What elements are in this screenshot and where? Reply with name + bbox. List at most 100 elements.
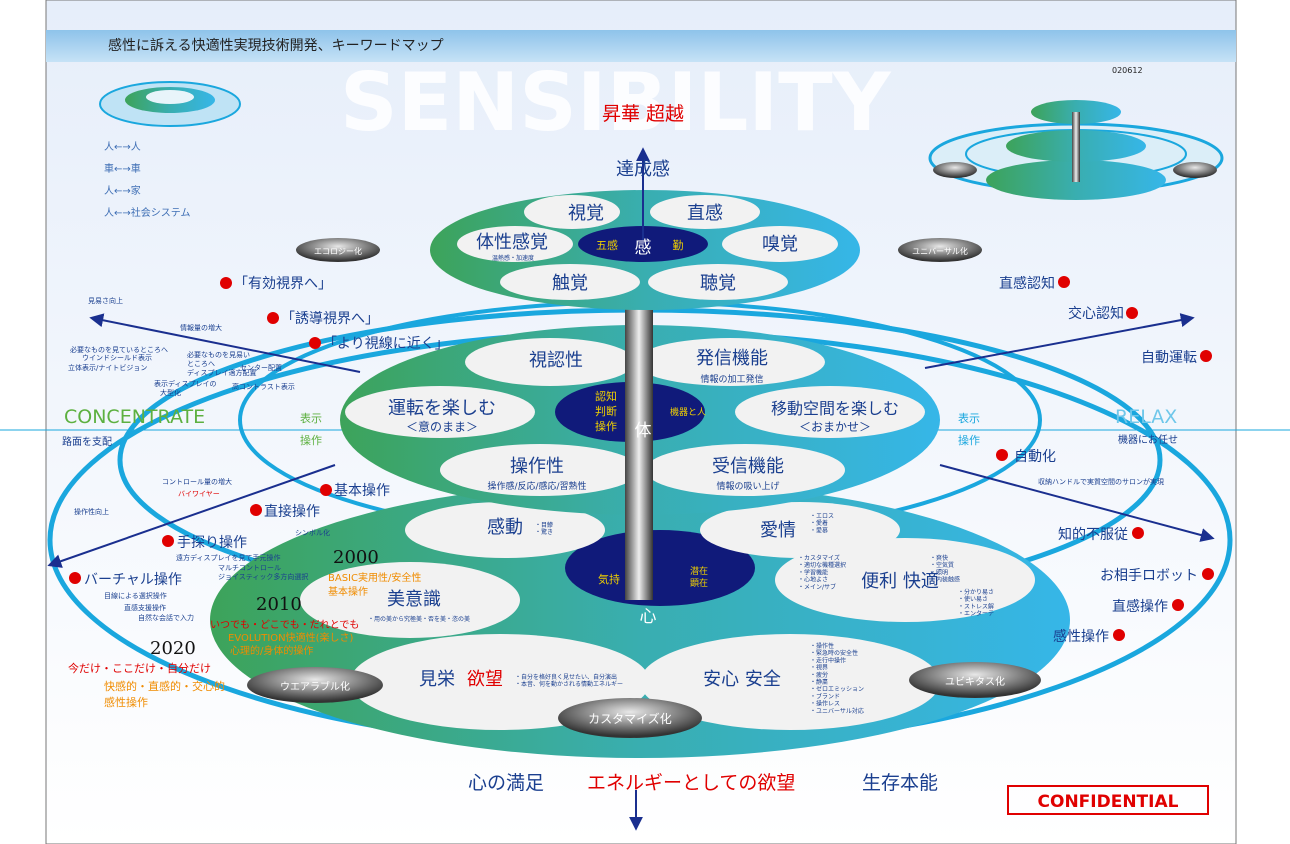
- core-label: 顕在: [690, 577, 708, 589]
- note: 自然な会話で入力: [138, 613, 194, 622]
- keyword: 知的不服従: [1058, 526, 1128, 543]
- item-touch: 触覚: [552, 273, 588, 294]
- year: 2020: [150, 638, 196, 659]
- note: 表示ディスプレイの: [154, 379, 217, 388]
- item-transmit: 発信機能: [696, 348, 768, 369]
- note: ところへ: [187, 360, 215, 368]
- axis-right: RELAX: [1115, 406, 1177, 428]
- keyword: 自動化: [1014, 449, 1056, 465]
- left-notes: 見易さ向上 情報量の増大 コントロール量の増大 バイワイヤー 操作性向上 路面を…: [62, 296, 330, 622]
- middle-level: 視認性 発信機能 運転を楽しむ 移動空間を楽しむ 操作性 受信機能 情報の加工発…: [300, 348, 980, 492]
- item-enjoy-space: 移動空間を楽しむ: [771, 399, 899, 418]
- oval-ubiquitous: ユビキタス化: [945, 675, 1005, 688]
- item-desire: 欲望: [467, 669, 503, 690]
- note: シンボル化: [295, 528, 330, 537]
- oval-wearable: ウエアラブル化: [280, 680, 350, 693]
- item-somatic: 体性感覚: [476, 232, 548, 253]
- timeline-note: BASIC実用性/安全性: [328, 571, 421, 584]
- note: ・自分を格好良く見せたい、自分演出・本音、何を動かされる情動エネルギー: [515, 673, 623, 688]
- note: ・用の美から究極美・否を美・恣の美: [368, 615, 470, 623]
- note: ウインドシールド表示: [82, 353, 152, 362]
- note: ・エロス・愛着・愛慕: [810, 513, 834, 534]
- keyword: 「より視線に近く」: [323, 336, 449, 352]
- keyword: 交心認知: [1068, 305, 1124, 322]
- timeline-note: 基本操作: [328, 585, 368, 598]
- oval-universal: ユニバーサル化: [912, 246, 968, 256]
- item-visibility: 視認性: [529, 350, 583, 371]
- note: ＜意のまま＞: [406, 419, 478, 434]
- note: 情報の加工発信: [700, 373, 763, 385]
- axis-labels: CONCENTRATE RELAX 心の満足 エネルギーとしての欲望 生存本能: [64, 406, 1177, 794]
- item-safety: 安心 安全: [703, 669, 781, 690]
- axis-note: 表示: [300, 411, 322, 425]
- center-pole: [625, 300, 653, 600]
- timeline-note: 心理的/身体的操作: [230, 644, 313, 657]
- note: 情報の吸い上げ: [716, 480, 779, 492]
- year: 2010: [256, 594, 302, 615]
- note: 操作感/反応/感応/習熟性: [487, 480, 586, 492]
- confidential-stamp: CONFIDENTIAL: [1038, 792, 1179, 812]
- legend-item: 人←→人: [104, 141, 141, 153]
- timeline: 2000 BASIC実用性/安全性 基本操作 2010 いつでも・どこでも・だれ…: [68, 547, 421, 709]
- core-title: 心: [640, 607, 657, 627]
- axis-note: 操作: [958, 433, 980, 447]
- item-operability: 操作性: [510, 456, 564, 477]
- watermark: SENSIBILITY: [340, 56, 892, 149]
- note: 遠方ディスプレイを見て手元操作: [176, 553, 281, 562]
- note: 情報量の増大: [180, 323, 222, 332]
- core-label: 機器と人: [670, 406, 706, 418]
- keyword: 自動運転: [1141, 350, 1197, 366]
- keyword: 直感認知: [999, 275, 1055, 292]
- axis-left: CONCENTRATE: [64, 406, 205, 428]
- timeline-note: いつでも・どこでも・だれとでも: [210, 619, 359, 631]
- keyword: 直接操作: [264, 503, 320, 520]
- axis-note: 表示: [958, 411, 980, 425]
- axis-bottom: 生存本能: [862, 772, 938, 794]
- note: 収納ハンドルで実質空間のサロンが実現: [1038, 477, 1164, 486]
- trend-ovals: エコロジー化 ユニバーサル化 ウエアラブル化 カスタマイズ化 ユビキタス化: [247, 238, 1041, 738]
- note: ・目鯵・驚き: [535, 521, 553, 536]
- left-keywords: 「有効視界へ」 「誘導視界へ」 「より視線に近く」 基本操作 直接操作 手探り操…: [69, 276, 449, 588]
- page-title: 感性に訴える快適性実現技術開発、キーワードマップ: [108, 37, 444, 54]
- note: 必要なものを見易い: [187, 350, 250, 359]
- core-label: 気持: [598, 572, 620, 586]
- core-label: 五感: [596, 239, 618, 252]
- oval-ecology: エコロジー化: [314, 246, 362, 256]
- note: 必要なものを見ているところへ: [70, 345, 168, 354]
- item-love: 愛情: [760, 520, 796, 541]
- mini-map-left: [99, 81, 241, 127]
- timeline-note: 今だけ・ここだけ・自分だけ: [68, 661, 211, 675]
- timeline-note: 快感的・直感的・交心的: [104, 679, 225, 693]
- note: 目線による選択操作: [104, 591, 167, 600]
- item-intuition: 直感: [687, 203, 723, 224]
- legend-item: 人←→社会システム: [104, 206, 190, 219]
- timeline-note: 感性操作: [104, 695, 148, 709]
- core-title: 感: [635, 238, 652, 258]
- heart-core: [565, 530, 755, 606]
- item-enjoy-driving: 運転を楽しむ: [388, 398, 496, 419]
- keyword: 感性操作: [1053, 628, 1109, 645]
- note: 大型化: [160, 388, 181, 397]
- note: 操作性向上: [74, 507, 109, 516]
- note: 機器にお任せ: [1118, 433, 1178, 446]
- right-keywords: 直感認知 交心認知 自動運転 自動化 知的不服従 お相手ロボット 直感操作 感性…: [996, 275, 1214, 645]
- note: 直感支援操作: [124, 603, 166, 612]
- keyword: 基本操作: [334, 482, 390, 499]
- keyword: バーチャル操作: [84, 572, 182, 588]
- axis-bottom: 心の満足: [468, 772, 544, 794]
- item-receive: 受信機能: [712, 456, 784, 477]
- core-label: 潜在: [690, 565, 708, 577]
- header-bar: [46, 30, 1236, 62]
- note: センター配置: [240, 363, 282, 372]
- item-visual: 視覚: [568, 203, 604, 224]
- achieve-label: 達成感: [616, 159, 670, 180]
- note: マルチコントロール: [218, 564, 281, 572]
- somatic-note: 温熱感・加速度: [492, 254, 534, 262]
- keyword: 直感操作: [1112, 598, 1168, 615]
- keyword: 「誘導視界へ」: [281, 311, 379, 327]
- oval-customize: カスタマイズ化: [588, 711, 672, 726]
- note: コントロール量の増大: [162, 477, 232, 486]
- item-smell: 嗅覚: [762, 234, 798, 255]
- note: 路面を支配: [62, 435, 112, 448]
